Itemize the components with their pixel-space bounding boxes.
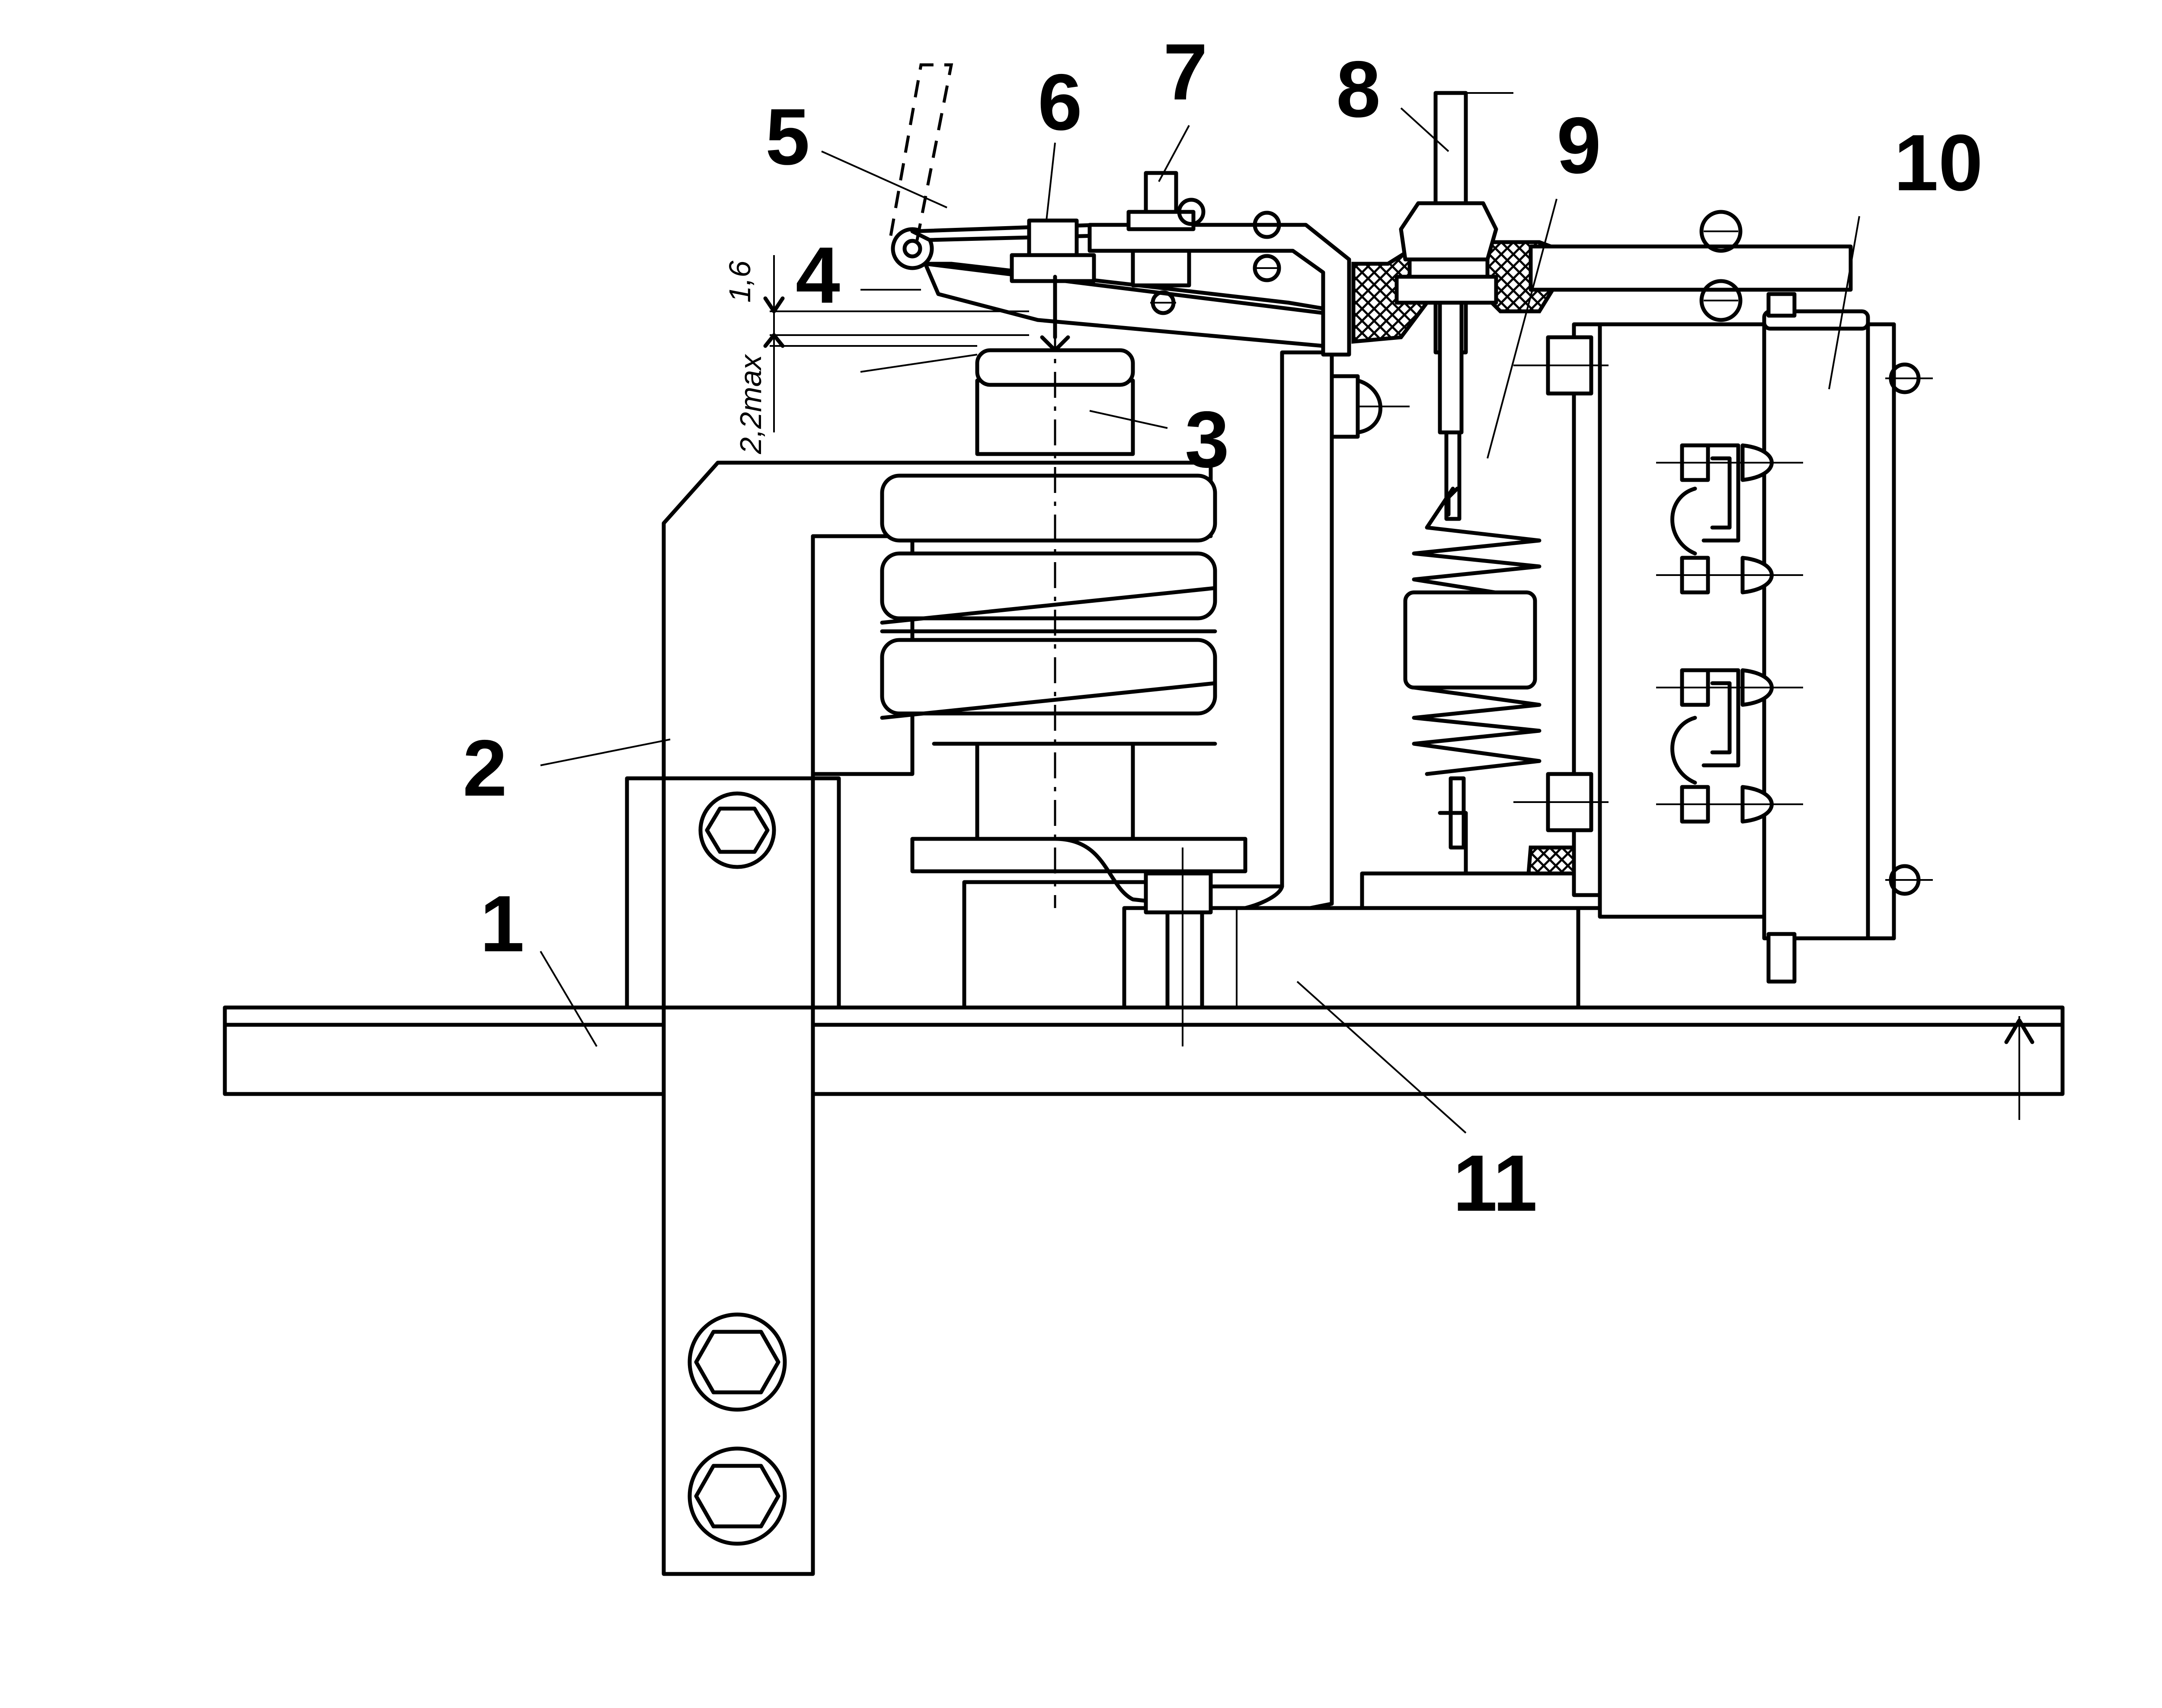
coil-turns: [880, 473, 1217, 746]
callout-4: 4: [796, 231, 840, 320]
leader-10: [1828, 216, 1860, 390]
gap-dimension: 1,6 2,2max: [723, 255, 1029, 454]
callout-1: 1: [480, 880, 525, 969]
callouts: 1 2 3 4 5 6 7 8 9 10 11: [463, 28, 1983, 1228]
pole-plate: [910, 837, 1247, 906]
adjusting-screw: [1010, 218, 1096, 352]
leader-1: [540, 950, 598, 1047]
callout-11: 11: [1453, 1139, 1538, 1228]
callout-9: 9: [1557, 101, 1601, 190]
gap-label: 1,6: [723, 261, 757, 303]
lever: [889, 63, 1100, 270]
contact-bridges: [1656, 443, 1803, 824]
base-plate: [223, 1005, 2065, 1120]
leader-4b: [860, 354, 978, 373]
leader-9: [1487, 198, 1558, 459]
callout-7: 7: [1163, 28, 1208, 117]
callout-5: 5: [765, 93, 810, 182]
leader-lines: [540, 107, 1860, 1134]
spring-assembly: [1403, 486, 1542, 876]
callout-10: 10: [1894, 118, 1983, 208]
leader-11: [1296, 981, 1467, 1134]
leader-2: [540, 739, 671, 766]
leader-5: [821, 150, 947, 208]
callout-2: 2: [463, 724, 507, 813]
leader-6: [1046, 142, 1056, 221]
leader-8: [1400, 107, 1449, 152]
callout-6: 6: [1038, 58, 1082, 147]
leader-3: [1089, 410, 1168, 429]
core: [962, 348, 1148, 1010]
insulating-stand: [1122, 848, 1580, 1046]
contact-block: [1513, 292, 1933, 984]
callout-3: 3: [1185, 395, 1229, 484]
stroke-max-label: 2,2max: [734, 353, 768, 454]
support-bracket: [625, 776, 841, 1010]
top-plate: [1087, 171, 1351, 357]
frame-nut: [1330, 374, 1410, 439]
callout-8: 8: [1336, 45, 1381, 134]
leader-7: [1158, 125, 1190, 182]
rod: [1394, 91, 1513, 521]
